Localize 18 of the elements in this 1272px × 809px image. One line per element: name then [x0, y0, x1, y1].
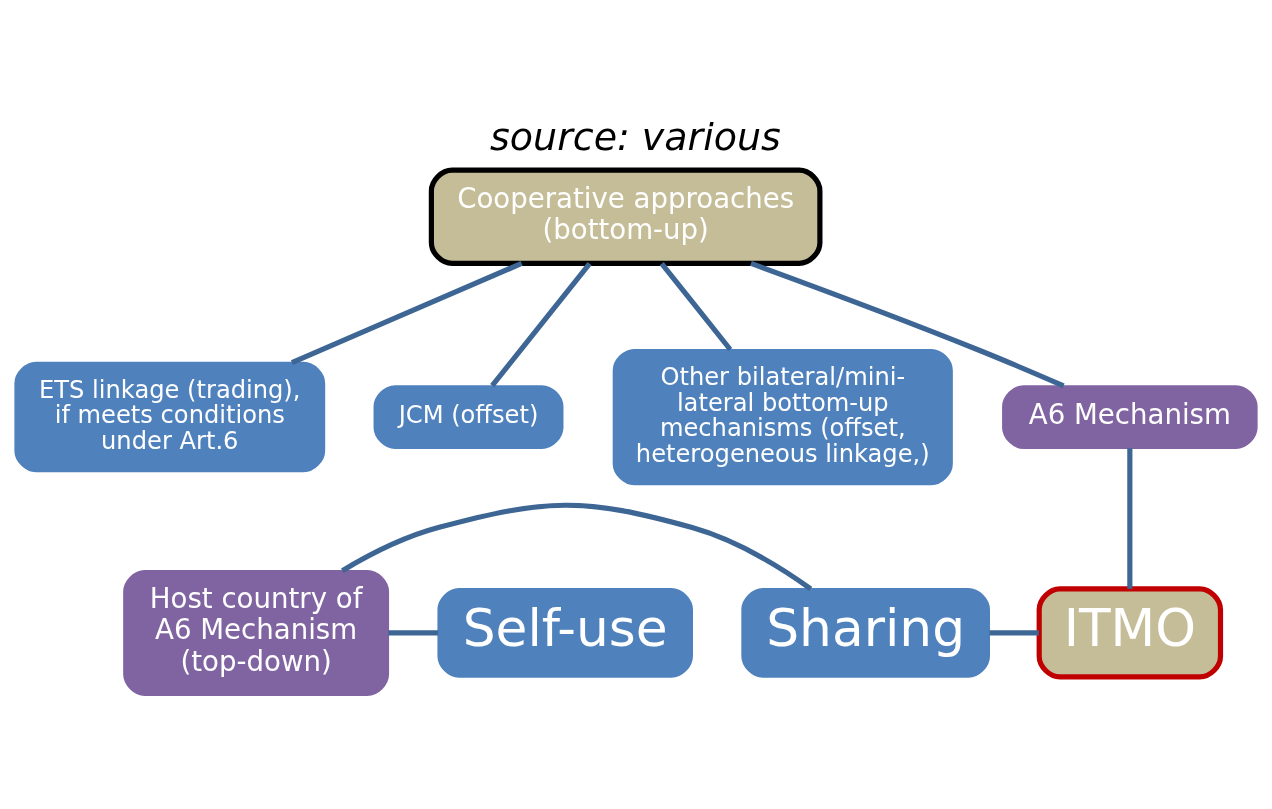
connector: [750, 260, 1065, 388]
node-box: ITMO: [1036, 585, 1224, 680]
connector: [341, 502, 813, 591]
diagram-title: source: various: [490, 114, 781, 159]
node-box: Self-use: [437, 587, 693, 678]
connector: [989, 629, 1039, 635]
connector: [388, 629, 439, 635]
connector: [1127, 447, 1133, 589]
connector: [290, 260, 523, 365]
node-box: JCM (offset): [373, 384, 564, 449]
node-box: Host country of A6 Mechanism (top-down): [123, 569, 390, 696]
node-box: Other bilateral/mini-lateral bottom-up mechanisms (offset, heterogeneous linkage,): [612, 348, 953, 485]
node-box: Sharing: [741, 587, 990, 678]
node-box: A6 Mechanism: [1002, 384, 1258, 449]
connector: [490, 261, 592, 387]
node-box: ETS linkage (trading), if meets conditions under Art.6: [14, 361, 326, 472]
node-box: Cooperative approaches (bottom-up): [428, 167, 823, 266]
connector: [659, 261, 733, 351]
